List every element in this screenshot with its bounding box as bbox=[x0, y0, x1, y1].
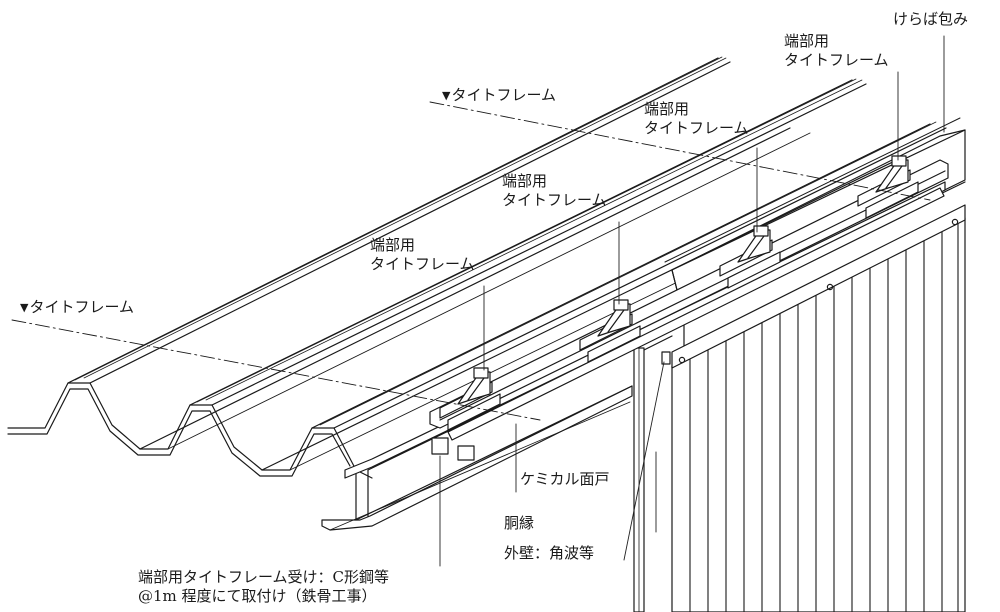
label-bracket-note: 端部用タイトフレーム受け：C形鋼等 @1m 程度にて取付け（鉄骨工事） bbox=[138, 568, 389, 606]
label-end-frame-1: 端部用 タイトフレーム bbox=[784, 32, 889, 70]
label-end-frame-1-line1: 端部用 bbox=[784, 32, 830, 50]
label-exterior-wall: 外壁：角波等 bbox=[504, 544, 595, 562]
label-bracket-note-line2: @1m 程度にて取付け（鉄骨工事） bbox=[138, 587, 377, 605]
label-end-frame-3-line1: 端部用 bbox=[502, 172, 548, 190]
label-end-frame-1-line2: タイトフレーム bbox=[784, 51, 889, 69]
label-end-frame-4-line1: 端部用 bbox=[370, 236, 416, 254]
chemical-closure-strip bbox=[447, 187, 945, 441]
leader-exterior-wall bbox=[623, 361, 665, 561]
label-end-frame-3-line2: タイトフレーム bbox=[502, 191, 607, 209]
label-end-frame-2-line1: 端部用 bbox=[644, 100, 690, 118]
label-tight-frame-lower-text: タイトフレーム bbox=[29, 298, 135, 316]
label-girt: 胴縁 bbox=[504, 514, 535, 532]
label-end-frame-4-line2: タイトフレーム bbox=[370, 255, 475, 273]
deck-valley-1 bbox=[139, 127, 791, 450]
label-end-frame-3: 端部用 タイトフレーム bbox=[502, 172, 607, 210]
label-tight-frame-upper: ▼タイトフレーム bbox=[442, 86, 556, 105]
end-tight-frame-bracket-4 bbox=[857, 155, 919, 219]
triangle-marker-icon: ▼ bbox=[20, 301, 29, 314]
label-end-frame-2-line2: タイトフレーム bbox=[644, 119, 749, 137]
deck-valley-2 bbox=[261, 155, 906, 471]
label-chemical-closure: ケミカル面戸 bbox=[520, 470, 610, 488]
deck-front-profile bbox=[7, 382, 373, 479]
label-tight-frame-lower: ▼タイトフレーム bbox=[20, 298, 134, 317]
tight-frame-centerline-upper bbox=[429, 101, 931, 201]
end-tight-frame-bracket-2 bbox=[579, 299, 641, 363]
tight-frame-centerline-lower bbox=[11, 319, 541, 421]
label-end-frame-2: 端部用 タイトフレーム bbox=[644, 100, 749, 138]
deck-rib-3-back-edge bbox=[333, 127, 947, 429]
fascia-cover-top bbox=[671, 129, 966, 271]
label-tight-frame-upper-text: タイトフレーム bbox=[451, 86, 557, 104]
steel-beam-bottom-flange bbox=[321, 385, 633, 531]
deck-rib-2-back-edge bbox=[211, 83, 867, 406]
label-bracket-note-line1: 端部用タイトフレーム受け：C形鋼等 bbox=[138, 568, 390, 586]
wall-top-flashing bbox=[671, 204, 966, 369]
label-end-frame-4: 端部用 タイトフレーム bbox=[370, 236, 475, 274]
label-fascia-wrap: けらば包み bbox=[893, 10, 969, 28]
triangle-marker-icon: ▼ bbox=[442, 89, 451, 102]
deck-rib-3-front-edge bbox=[311, 123, 931, 429]
deck-rib-2-front-edge bbox=[189, 79, 853, 406]
deck-rib-1-front-edge bbox=[67, 57, 719, 384]
deck-rib-1-back-edge bbox=[89, 61, 731, 384]
end-tight-frame-bracket-1 bbox=[439, 367, 501, 431]
end-tight-frame-bracket-3 bbox=[719, 225, 781, 289]
deck-front-profile-inner bbox=[7, 388, 351, 477]
